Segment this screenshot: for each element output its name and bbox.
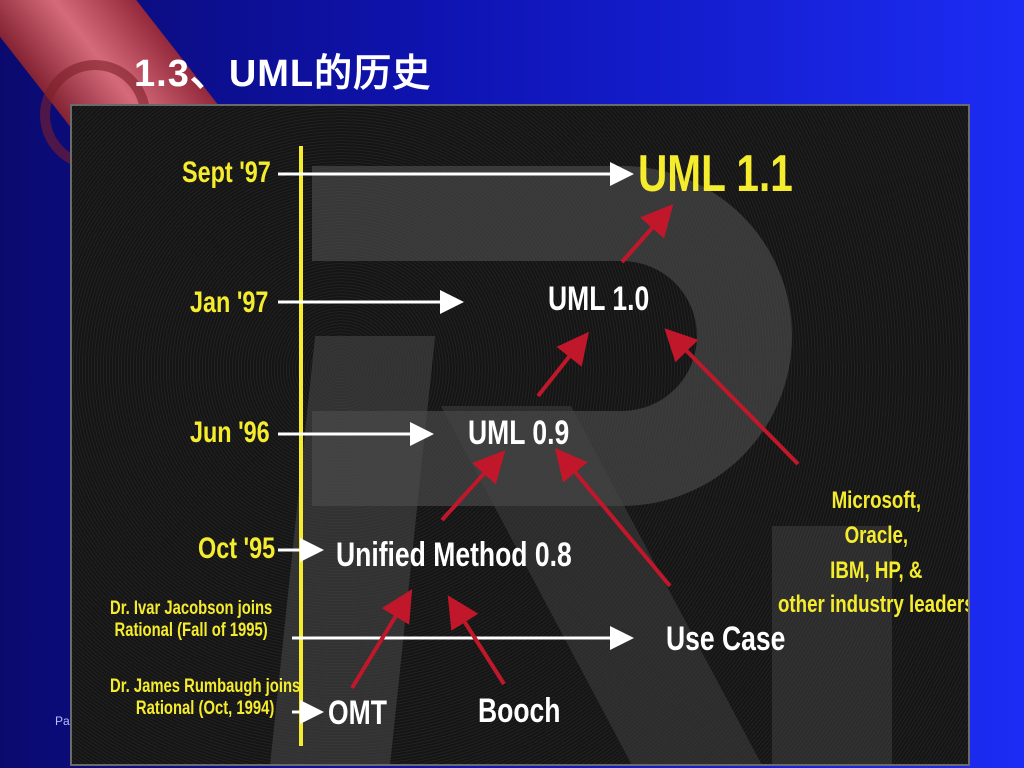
node-uml09: UML 0.9 (468, 414, 570, 452)
note-rumbaugh-line2: Rational (Oct, 1994) (135, 697, 275, 719)
industry-line3: IBM, HP, & (830, 556, 923, 584)
arrow-industry-to-uml10 (664, 328, 800, 466)
timeline-arrows (278, 146, 800, 746)
arrow-booch-to-unified (447, 595, 506, 686)
date-sept97: Sept '97 (182, 156, 271, 189)
arrow-uml10-to-uml11 (620, 204, 674, 264)
slide-footer: Pa (55, 714, 70, 728)
date-oct95: Oct '95 (198, 532, 276, 565)
note-rumbaugh-line1: Dr. James Rumbaugh joins (110, 676, 301, 697)
node-booch: Booch (478, 692, 561, 730)
slide-title: 1.3、UML的历史 (134, 53, 432, 95)
note-jacobson-line2: Rational (Fall of 1995) (114, 619, 268, 641)
industry-line1: Microsoft, (831, 487, 922, 514)
node-uml11: UML 1.1 (638, 145, 793, 203)
note-jacobson-line1: Dr. Ivar Jacobson joins (110, 598, 273, 619)
note-jacobson: Dr. Ivar Jacobson joins Rational (Fall o… (110, 598, 272, 642)
node-use-case: Use Case (666, 620, 786, 658)
industry-leaders: Microsoft, Oracle, IBM, HP, & other indu… (778, 484, 970, 623)
arrow-uml09-to-uml10 (536, 331, 589, 398)
node-uml10: UML 1.0 (548, 280, 650, 318)
industry-line2: Oracle, (844, 521, 909, 549)
note-rumbaugh: Dr. James Rumbaugh joins Rational (Oct, … (110, 676, 300, 720)
background-slab (772, 526, 892, 764)
arrow-usecase-to-uml09 (554, 447, 672, 588)
node-omt: OMT (328, 694, 387, 732)
date-jun96: Jun '96 (190, 416, 270, 449)
node-unified-method: Unified Method 0.8 (336, 536, 572, 574)
arrow-unified-to-uml09 (440, 450, 506, 522)
uml-history-image: Sept '97 Jan '97 Jun '96 Oct '95 Dr. Iva… (70, 104, 970, 766)
date-jan97: Jan '97 (190, 286, 269, 319)
industry-line4: other industry leaders (778, 591, 970, 619)
arrow-omt-to-unified (350, 589, 413, 690)
